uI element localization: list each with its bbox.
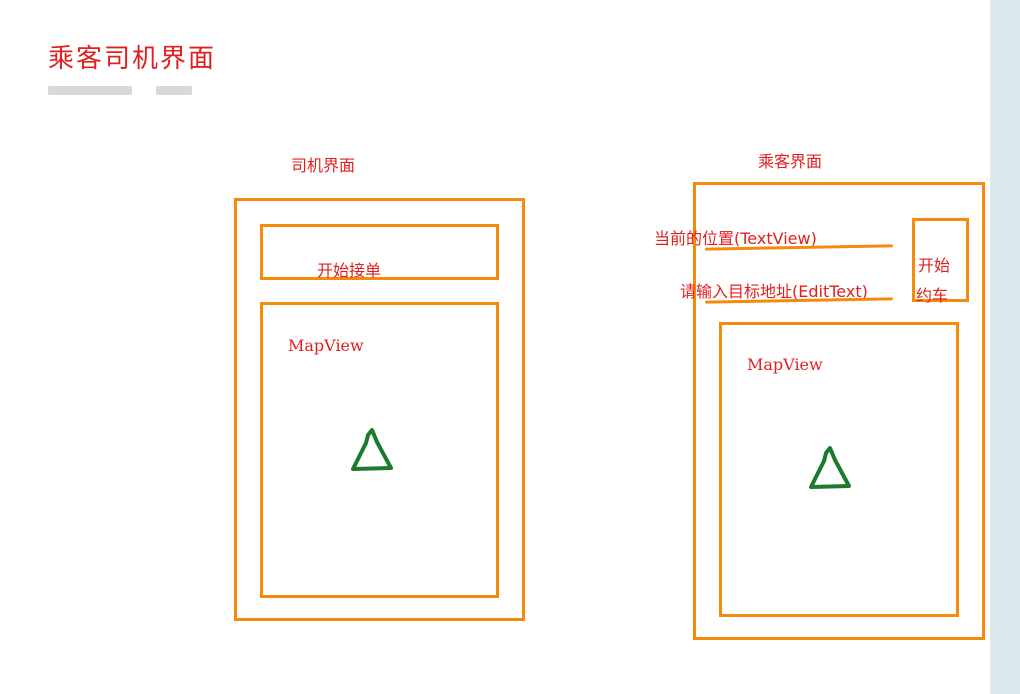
destination-edittext[interactable]: 请输入目标地址(EditText) bbox=[680, 282, 868, 301]
driver-map-view[interactable] bbox=[260, 302, 499, 598]
driver-location-marker-icon bbox=[351, 428, 393, 471]
blurred-subtitle-2 bbox=[156, 86, 192, 95]
start-ride-label-line1: 开始 bbox=[918, 256, 951, 275]
driver-map-label: MapView bbox=[288, 336, 364, 355]
passenger-map-view[interactable] bbox=[719, 322, 959, 617]
current-location-textview: 当前的位置(TextView) bbox=[654, 229, 817, 248]
passenger-screen-title: 乘客界面 bbox=[758, 152, 823, 171]
driver-phone-frame bbox=[234, 198, 525, 621]
driver-start-order-button[interactable] bbox=[260, 224, 499, 280]
start-ride-label-line2: 约车 bbox=[916, 286, 949, 305]
passenger-location-marker-icon bbox=[809, 446, 851, 489]
blurred-subtitle bbox=[48, 86, 132, 95]
page-title: 乘客司机界面 bbox=[48, 44, 217, 74]
driver-start-order-label: 开始接单 bbox=[317, 261, 382, 280]
driver-screen-title: 司机界面 bbox=[291, 156, 356, 175]
passenger-start-ride-button[interactable] bbox=[912, 218, 969, 302]
passenger-map-label: MapView bbox=[747, 355, 823, 374]
scrollbar[interactable] bbox=[990, 0, 1020, 694]
passenger-phone-frame bbox=[693, 182, 985, 640]
